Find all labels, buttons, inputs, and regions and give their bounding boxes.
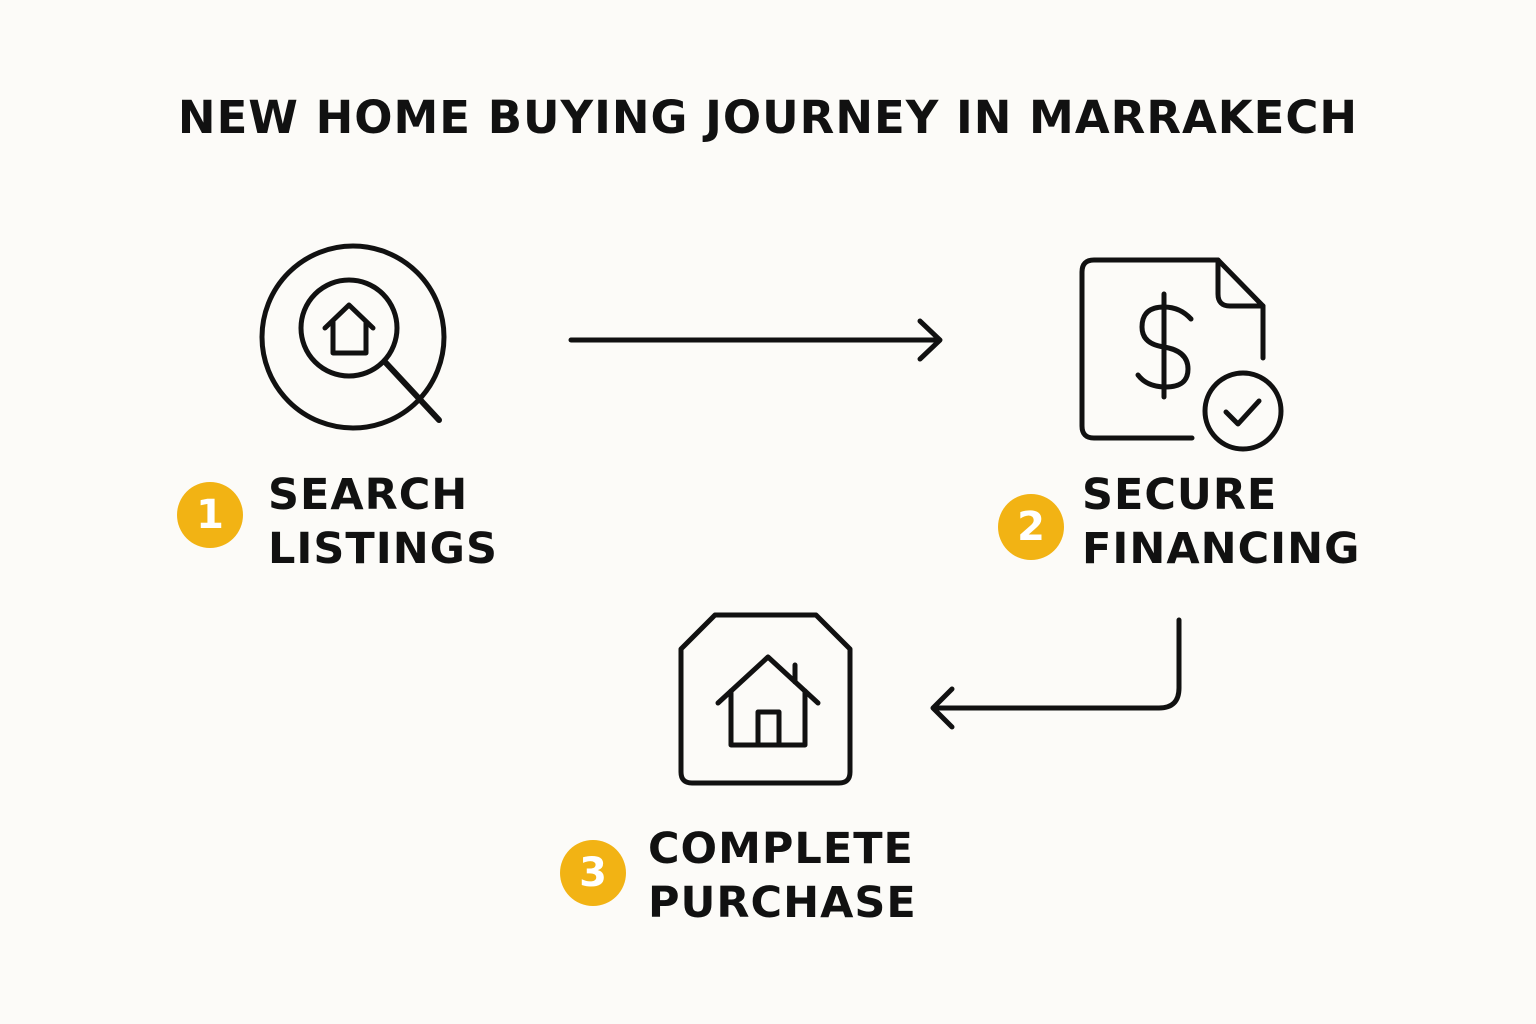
step-1-badge: 1 [177, 482, 243, 548]
step-2-label: SECURE FINANCING [1082, 468, 1360, 576]
step-3-label-line1: COMPLETE [648, 824, 914, 874]
arrow-right-icon [568, 318, 943, 362]
step-1-label-line2: LISTINGS [268, 524, 498, 574]
step-3-badge: 3 [560, 840, 626, 906]
dollar-document-check-icon [1079, 257, 1284, 452]
step-2-label-line1: SECURE [1082, 470, 1278, 520]
step-2-badge: 2 [998, 494, 1064, 560]
step-2-label-line2: FINANCING [1082, 524, 1361, 574]
step-2-number: 2 [1017, 504, 1045, 550]
step-3-number: 3 [579, 850, 607, 896]
step-1-label-line1: SEARCH [268, 470, 469, 520]
step-1-label: SEARCH LISTINGS [268, 468, 498, 576]
step-3-label-line2: PURCHASE [648, 878, 917, 928]
arrow-down-left-icon [930, 617, 1182, 730]
house-octagon-icon [678, 612, 853, 786]
diagram-title: NEW HOME BUYING JOURNEY IN MARRAKECH [177, 91, 1359, 144]
search-home-icon [259, 243, 447, 431]
step-3-label: COMPLETE PURCHASE [648, 822, 917, 930]
step-1-number: 1 [196, 492, 224, 538]
